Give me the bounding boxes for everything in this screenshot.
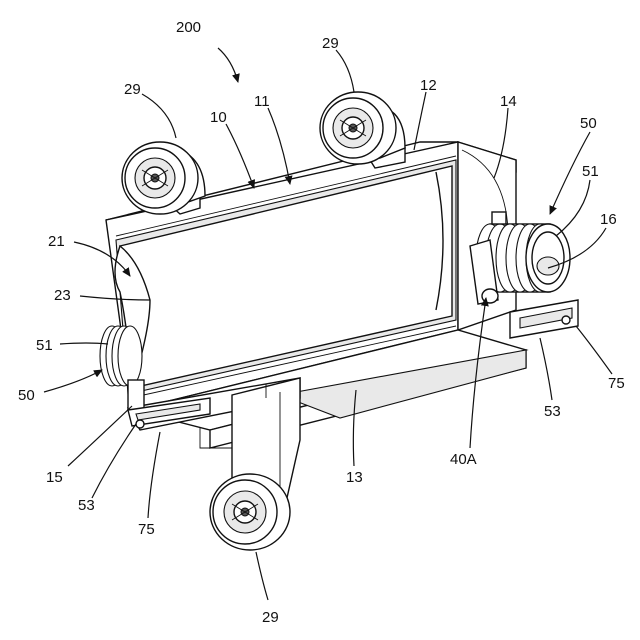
label-base-edge: 15 [46,469,63,486]
label-bracket-left: 53 [78,497,95,514]
label-coil-right: 51 [582,163,599,180]
caster-wheel-top-mid [320,92,396,164]
label-bottom-ledge: 13 [346,469,363,486]
label-spring-left: 50 [18,387,35,404]
label-rail-right: 75 [608,375,625,392]
label-rail-left: 75 [138,521,155,538]
caster-wheel-bottom [210,474,290,550]
label-coil-left: 51 [36,337,53,354]
label-wheel-top-mid: 29 [322,35,339,52]
label-wheel-top-left: 29 [124,81,141,98]
label-assembly: 200 [176,19,201,36]
label-frame-top-2: 11 [254,93,270,110]
label-frame-top-1: 10 [210,109,227,126]
label-shaft-end: 16 [600,211,617,228]
label-end-cap: 21 [48,233,65,250]
label-spring-right: 50 [580,115,597,132]
label-bracket-right: 53 [544,403,561,420]
label-wheel-bottom: 29 [262,609,279,626]
label-clip: 40A [450,451,477,468]
label-panel: 23 [54,287,71,304]
label-side-wall: 14 [500,93,517,110]
caster-wheel-top-left [122,142,198,214]
label-frame-edge: 12 [420,77,437,94]
